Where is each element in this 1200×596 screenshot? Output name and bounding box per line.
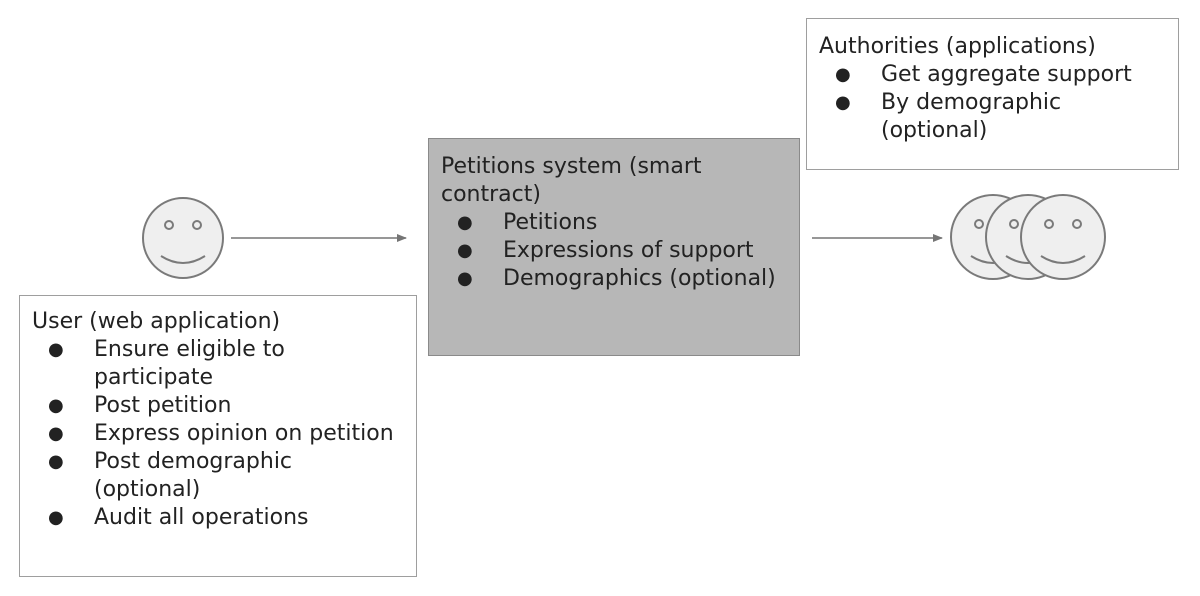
- bullet-icon: ●: [457, 268, 473, 289]
- system-item-list: ●Petitions ●Expressions of support ●Demo…: [441, 209, 787, 293]
- bullet-icon: ●: [457, 240, 473, 261]
- user-item: ●Audit all operations: [48, 505, 309, 530]
- user-item: ●Post petition: [48, 393, 232, 418]
- authorities-faces-icon: [950, 194, 1106, 280]
- user-item: ●Express opinion on petition: [48, 421, 394, 446]
- bullet-icon: ●: [835, 92, 851, 113]
- user-box: User (web application) ●Ensure eligible …: [19, 295, 417, 577]
- authorities-item-list: ●Get aggregate support ●By demographic (…: [819, 61, 1166, 145]
- bullet-icon: ●: [835, 64, 851, 85]
- system-item: ●Demographics (optional): [457, 266, 776, 291]
- bullet-icon: ●: [48, 507, 64, 528]
- authorities-box-title: Authorities (applications): [819, 34, 1096, 59]
- authority-face-icon: [1020, 194, 1106, 280]
- authorities-box: Authorities (applications) ●Get aggregat…: [806, 18, 1179, 170]
- bullet-icon: ●: [457, 212, 473, 233]
- user-item: ●Post demographic (optional): [48, 449, 293, 502]
- user-item: ●Ensure eligible to participate: [48, 337, 285, 390]
- bullet-icon: ●: [48, 395, 64, 416]
- authorities-item: ●By demographic (optional): [835, 90, 1062, 143]
- bullet-icon: ●: [48, 339, 64, 360]
- system-item: ●Expressions of support: [457, 238, 754, 263]
- petitions-system-box: Petitions system (smart contract) ●Petit…: [428, 138, 800, 356]
- bullet-icon: ●: [48, 451, 64, 472]
- user-box-title: User (web application): [32, 309, 281, 334]
- system-item: ●Petitions: [457, 210, 598, 235]
- user-item-list: ●Ensure eligible to participate ●Post pe…: [32, 336, 404, 532]
- system-box-title: Petitions system (smart contract): [441, 154, 702, 207]
- user-face-icon: [142, 197, 224, 279]
- bullet-icon: ●: [48, 423, 64, 444]
- authorities-item: ●Get aggregate support: [835, 62, 1132, 87]
